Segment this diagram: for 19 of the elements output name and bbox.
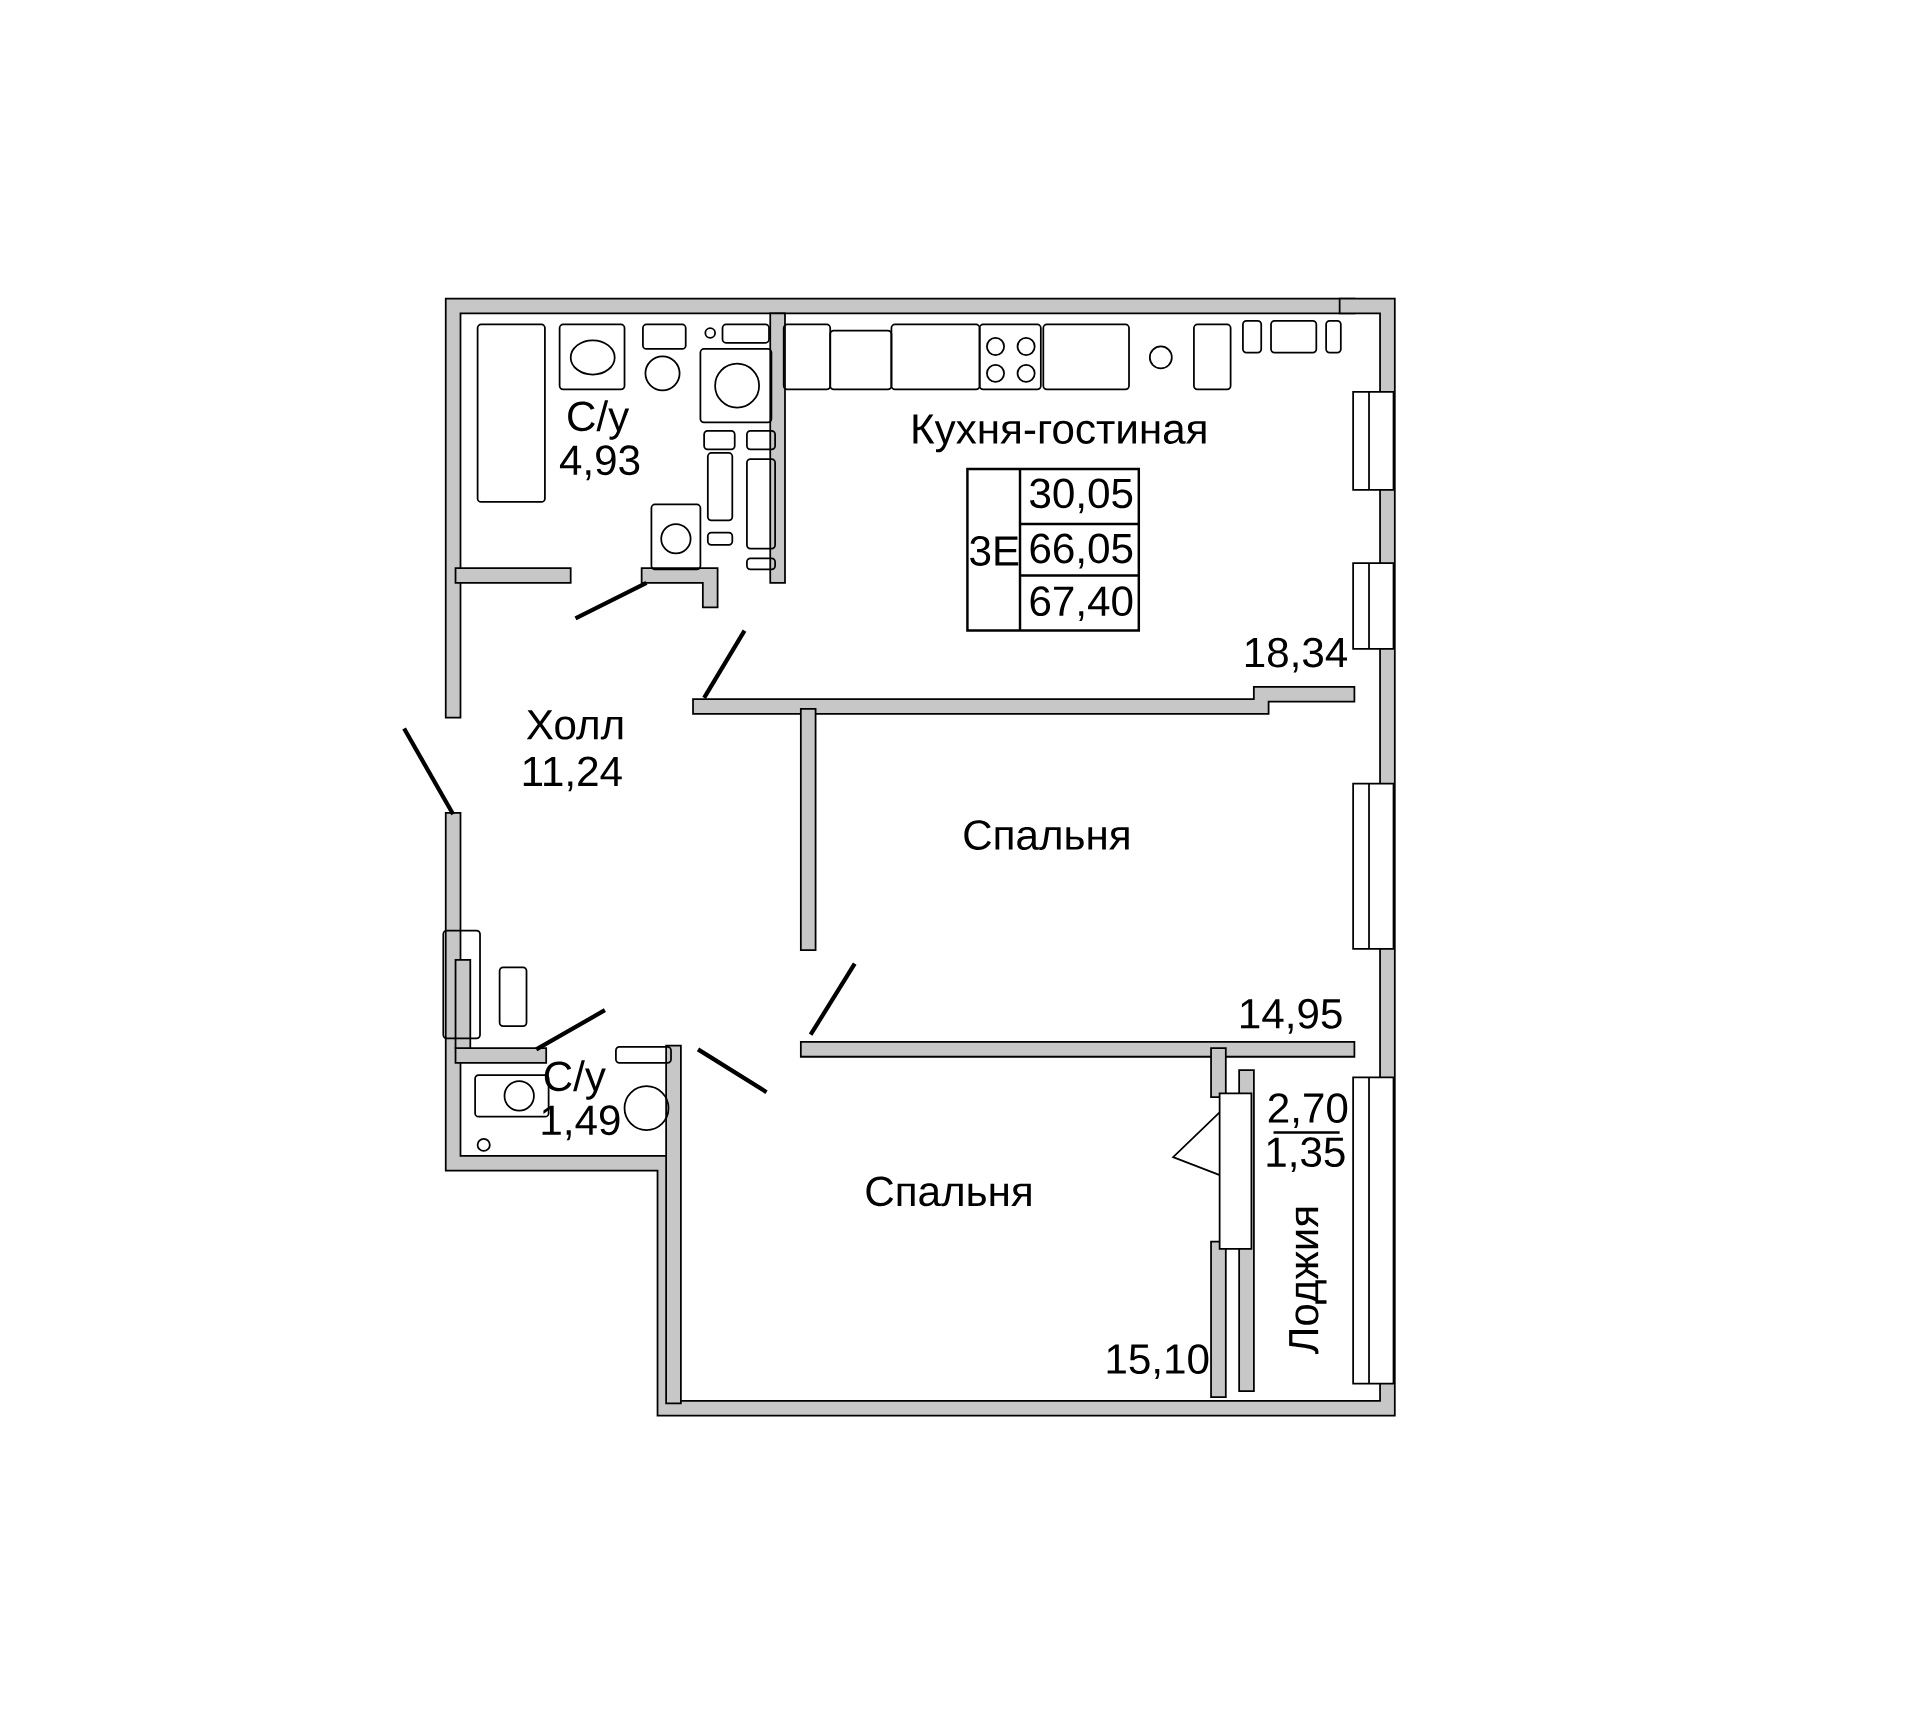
room-label: Спальня: [866, 1176, 1031, 1207]
area-label: 18,34: [1245, 637, 1348, 673]
room-label: Холл: [526, 709, 623, 740]
room-label: Кухня-гостиная: [913, 414, 1206, 453]
room-label: Спальня: [964, 819, 1129, 850]
room-label: С/у: [544, 1060, 606, 1100]
table-cell: 67,40: [1030, 586, 1133, 621]
table-cell: 66,05: [1030, 533, 1133, 569]
area-label: 4,93: [559, 445, 640, 480]
area-label: 1,49: [542, 1105, 620, 1140]
area-label: 11,24: [523, 756, 622, 792]
area-label: 15,10: [1107, 1343, 1209, 1379]
area-label: 1,35: [1267, 1137, 1345, 1172]
room-label: Лоджия: [1289, 1207, 1327, 1354]
table-cell: 30,05: [1030, 478, 1133, 514]
area-label: 2,70: [1268, 1092, 1348, 1128]
room-label: С/у: [568, 400, 630, 440]
table-cell: 3Е: [970, 535, 1019, 566]
area-label: 14,95: [1241, 998, 1342, 1034]
